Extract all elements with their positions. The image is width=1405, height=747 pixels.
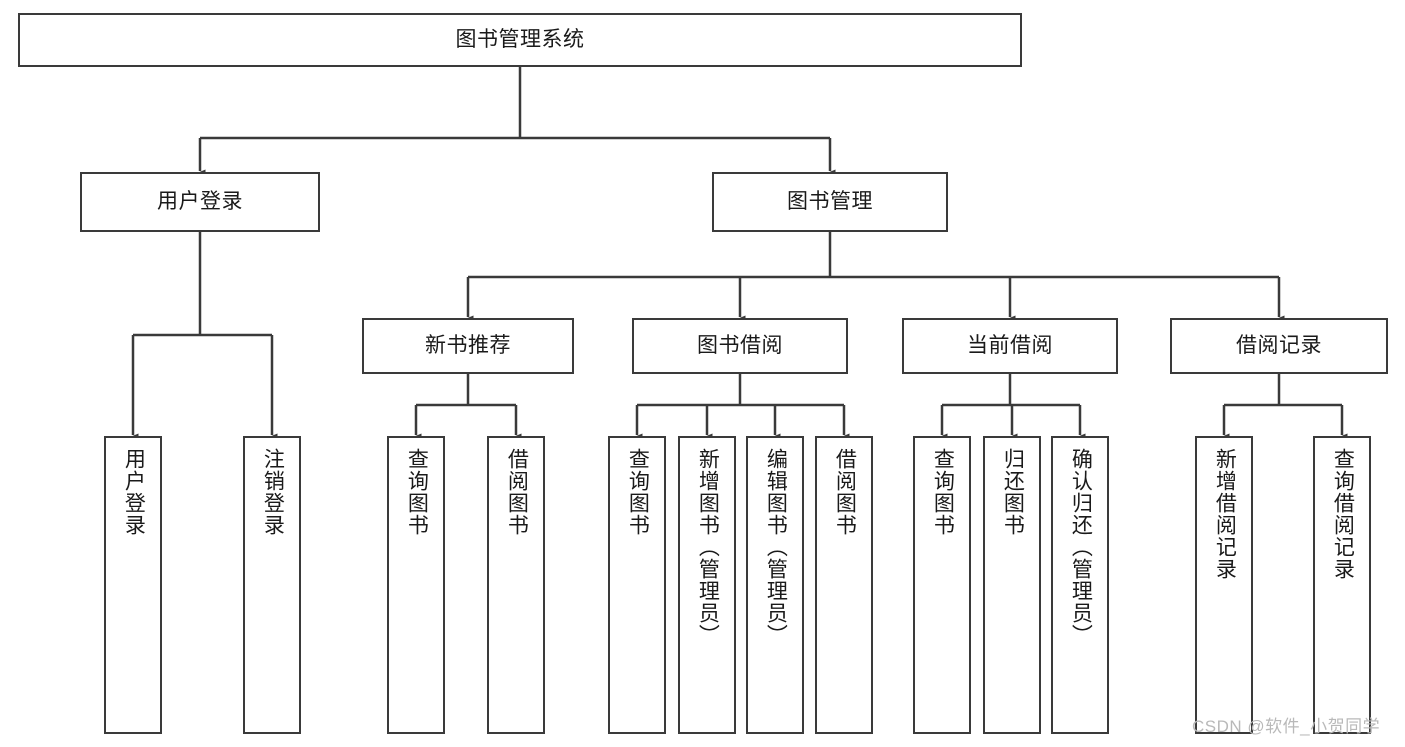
- node-label: 查询图书: [626, 448, 650, 536]
- node-lf_4[interactable]: 借阅图书: [487, 436, 545, 734]
- node-label: 用户登录: [122, 448, 146, 536]
- node-label: 当前借阅: [967, 334, 1053, 358]
- node-l2_b[interactable]: 图书借阅: [632, 318, 848, 374]
- node-lf_11[interactable]: 确认归还（管理员）: [1051, 436, 1109, 734]
- node-label: 查询图书: [405, 448, 429, 536]
- node-l2_a[interactable]: 新书推荐: [362, 318, 574, 374]
- node-label: 编辑图书（管理员）: [764, 448, 788, 646]
- node-label: 图书管理: [787, 190, 873, 214]
- node-l2_c[interactable]: 当前借阅: [902, 318, 1118, 374]
- node-lf_5[interactable]: 查询图书: [608, 436, 666, 734]
- node-lf_3[interactable]: 查询图书: [387, 436, 445, 734]
- node-lf_12[interactable]: 新增借阅记录: [1195, 436, 1253, 734]
- node-label: 确认归还（管理员）: [1069, 448, 1093, 646]
- node-lf_2[interactable]: 注销登录: [243, 436, 301, 734]
- node-lf_8[interactable]: 借阅图书: [815, 436, 873, 734]
- watermark: CSDN @软件_小贺同学: [1192, 717, 1381, 736]
- node-root[interactable]: 图书管理系统: [18, 13, 1022, 67]
- node-lf_7[interactable]: 编辑图书（管理员）: [746, 436, 804, 734]
- node-label: 查询图书: [931, 448, 955, 536]
- node-label: 借阅图书: [505, 448, 529, 536]
- node-lf_6[interactable]: 新增图书（管理员）: [678, 436, 736, 734]
- node-label: 借阅记录: [1236, 334, 1322, 358]
- node-label: 图书借阅: [697, 334, 783, 358]
- node-label: 归还图书: [1001, 448, 1025, 536]
- node-lf_9[interactable]: 查询图书: [913, 436, 971, 734]
- node-l1_a[interactable]: 用户登录: [80, 172, 320, 232]
- node-label: 新增图书（管理员）: [696, 448, 720, 646]
- node-label: 新书推荐: [425, 334, 511, 358]
- node-label: 用户登录: [157, 190, 243, 214]
- node-l1_b[interactable]: 图书管理: [712, 172, 948, 232]
- node-label: 图书管理系统: [455, 28, 585, 52]
- node-lf_10[interactable]: 归还图书: [983, 436, 1041, 734]
- node-lf_1[interactable]: 用户登录: [104, 436, 162, 734]
- node-label: 注销登录: [261, 448, 285, 536]
- node-l2_d[interactable]: 借阅记录: [1170, 318, 1388, 374]
- node-label: 查询借阅记录: [1331, 448, 1355, 580]
- node-label: 新增借阅记录: [1213, 448, 1237, 580]
- node-label: 借阅图书: [833, 448, 857, 536]
- node-lf_13[interactable]: 查询借阅记录: [1313, 436, 1371, 734]
